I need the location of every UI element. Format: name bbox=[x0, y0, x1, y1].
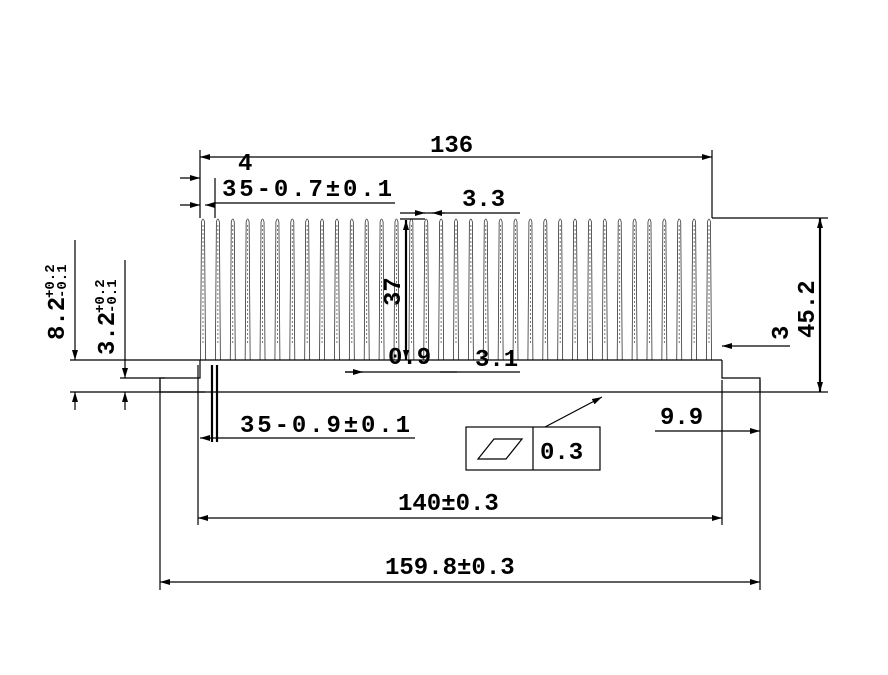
fin bbox=[601, 218, 608, 361]
svg-text:3.2: 3.2 bbox=[95, 312, 122, 355]
fin bbox=[676, 218, 683, 361]
fin-array bbox=[200, 218, 712, 361]
fin bbox=[244, 218, 251, 361]
fin bbox=[214, 218, 221, 361]
dim-fin-height: 37 bbox=[381, 277, 408, 306]
dim-136: 136 bbox=[430, 133, 473, 160]
fin bbox=[527, 218, 534, 361]
fin bbox=[334, 218, 340, 361]
fin bbox=[289, 218, 296, 361]
dim-height-b: 3.2 +0.2 -0.1 bbox=[93, 279, 122, 355]
flatness-icon bbox=[476, 438, 524, 460]
svg-text:+0.2: +0.2 bbox=[43, 264, 59, 298]
dim-flange-width: 9.9 bbox=[660, 405, 703, 432]
fin bbox=[616, 218, 623, 361]
fin bbox=[542, 218, 549, 361]
dim-height-a: 8.2 +0.2 -0.1 bbox=[43, 264, 72, 340]
fin bbox=[691, 218, 698, 361]
fin bbox=[482, 218, 489, 361]
svg-text:+0.2: +0.2 bbox=[93, 279, 109, 313]
dim-body-width: 140±0.3 bbox=[398, 491, 499, 518]
fin bbox=[274, 218, 281, 361]
fin bbox=[587, 218, 593, 361]
fin bbox=[438, 218, 445, 361]
fin bbox=[200, 218, 206, 361]
extension-lines bbox=[70, 150, 828, 590]
fin bbox=[572, 218, 578, 361]
base-outline bbox=[159, 360, 761, 393]
dim-fin-gap: 0.9 bbox=[388, 345, 431, 372]
heatsink-profile bbox=[159, 218, 761, 393]
fin bbox=[229, 218, 236, 361]
fin bbox=[512, 218, 519, 361]
flatness-tolerance: 0.3 bbox=[540, 440, 583, 467]
fin bbox=[378, 218, 385, 361]
fin bbox=[631, 218, 638, 361]
dim-base-thickness: 3 bbox=[769, 326, 796, 340]
dim-4: 4 bbox=[238, 151, 252, 178]
dim-overall-width: 159.8±0.3 bbox=[385, 555, 515, 582]
flatness-frame: 0.3 bbox=[465, 426, 601, 471]
fin bbox=[363, 218, 370, 361]
fin bbox=[557, 218, 564, 361]
fin bbox=[259, 218, 266, 361]
fin bbox=[453, 218, 459, 361]
fin bbox=[348, 218, 355, 361]
dim-fin-tip: 35-0.7±0.1 bbox=[222, 177, 392, 204]
dim-fin-root: 35-0.9±0.1 bbox=[240, 413, 410, 440]
svg-text:8.2: 8.2 bbox=[45, 297, 72, 340]
fin bbox=[304, 218, 311, 361]
fin bbox=[661, 218, 668, 361]
dim-fin-pitch-base: 3.1 bbox=[475, 347, 518, 374]
dim-fin-pitch-top: 3.3 bbox=[462, 187, 505, 214]
dim-total-height: 45.2 bbox=[795, 280, 822, 338]
fin bbox=[393, 218, 400, 361]
fin bbox=[423, 218, 430, 361]
svg-text:-0.1: -0.1 bbox=[105, 279, 121, 313]
fin bbox=[646, 218, 653, 361]
fin bbox=[497, 218, 504, 361]
fin bbox=[319, 218, 325, 361]
svg-text:-0.1: -0.1 bbox=[55, 264, 71, 298]
dimension-lines bbox=[72, 154, 823, 585]
fin bbox=[467, 218, 474, 361]
fin bbox=[706, 218, 712, 361]
